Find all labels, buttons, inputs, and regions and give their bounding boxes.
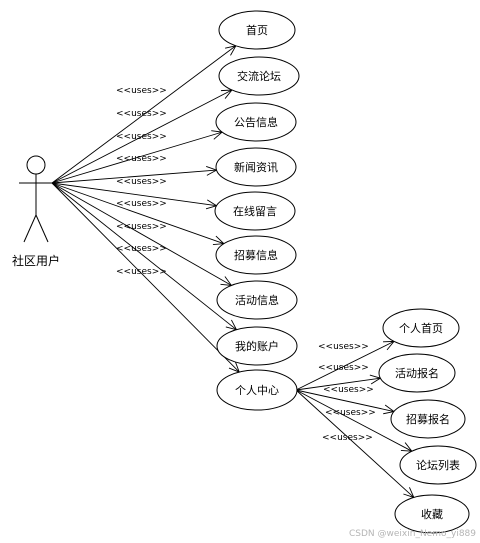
use-case-message-label: 在线留言: [233, 204, 277, 218]
sub-use-case-favorite-ellipse: [394, 494, 470, 534]
watermark: CSDN @weixin_Nemo_yi889: [349, 529, 476, 539]
sub-use-case-act-signup-ellipse: [378, 353, 456, 393]
sub-use-case-rec-signup-label: 招募报名: [406, 412, 450, 426]
actor-assoc-line-4: [51, 182, 217, 207]
actor-assoc-line-8: [51, 182, 240, 373]
use-case-center: 个人中心: [216, 369, 298, 411]
use-case-notice: 公告信息: [215, 102, 297, 142]
sub-use-case-profile: 个人首页: [382, 308, 460, 348]
sub-use-case-forum-list-ellipse: [399, 445, 477, 485]
actor-right-leg: [35, 214, 49, 243]
use-case-activity-label: 活动信息: [235, 293, 279, 307]
actor-assoc-line-1: [51, 89, 233, 184]
use-case-home: 首页: [218, 10, 296, 50]
sub-use-case-act-signup-label: 活动报名: [395, 366, 439, 380]
actor-assoc-uses-label-8: <<uses>>: [116, 267, 167, 277]
sub-use-case-act-signup: 活动报名: [378, 353, 456, 393]
use-case-account-label: 我的账户: [235, 339, 279, 353]
use-case-message: 在线留言: [214, 191, 296, 231]
use-case-activity: 活动信息: [216, 280, 298, 320]
actor-assoc-line-5: [51, 182, 225, 245]
center-assoc-uses-label-3: <<uses>>: [325, 408, 376, 418]
use-case-notice-ellipse: [215, 102, 297, 142]
actor-assoc-uses-label-3: <<uses>>: [116, 154, 167, 164]
use-case-forum: 交流论坛: [218, 56, 300, 96]
use-case-forum-label: 交流论坛: [237, 69, 281, 83]
center-assoc-line-2: [295, 389, 395, 412]
use-case-home-label: 首页: [246, 23, 268, 37]
actor: 社区用户: [12, 155, 60, 268]
actor-assoc-line-2: [51, 131, 223, 184]
actor-head: [26, 155, 46, 175]
actor-left-leg: [23, 214, 37, 243]
use-case-news: 新闻资讯: [215, 147, 297, 187]
center-assoc-uses-label-4: <<uses>>: [322, 433, 373, 443]
use-case-activity-ellipse: [216, 280, 298, 320]
center-assoc-uses-label-2: <<uses>>: [323, 385, 374, 395]
sub-use-case-favorite: 收藏: [394, 494, 470, 534]
sub-use-case-profile-label: 个人首页: [399, 321, 443, 335]
use-case-notice-label: 公告信息: [234, 115, 278, 129]
use-case-recruit: 招募信息: [215, 235, 297, 275]
actor-assoc-uses-label-4: <<uses>>: [116, 177, 167, 187]
sub-use-case-forum-list-label: 论坛列表: [416, 458, 460, 472]
actor-assoc-line-6: [51, 182, 232, 286]
sub-use-case-rec-signup: 招募报名: [390, 399, 466, 439]
center-assoc-line-4: [295, 389, 415, 498]
actor-assoc-uses-label-5: <<uses>>: [116, 222, 167, 232]
use-case-recruit-ellipse: [215, 235, 297, 275]
use-case-home-ellipse: [218, 10, 296, 50]
use-case-message-ellipse: [214, 191, 296, 231]
actor-assoc-line-0: [51, 45, 237, 184]
use-case-center-ellipse: [216, 369, 298, 411]
actor-assoc-uses-label-1: <<uses>>: [116, 109, 167, 119]
center-assoc-line-1: [295, 377, 381, 391]
actor-assoc-uses-label-6: <<uses>>: [116, 199, 167, 209]
sub-use-case-favorite-label: 收藏: [421, 507, 443, 521]
sub-use-case-forum-list: 论坛列表: [399, 445, 477, 485]
actor-assoc-uses-label-7: <<uses>>: [116, 244, 167, 254]
actor-assoc-uses-label-0: <<uses>>: [116, 86, 167, 96]
use-case-recruit-label: 招募信息: [234, 248, 278, 262]
center-assoc-line-3: [295, 389, 413, 452]
use-case-forum-ellipse: [218, 56, 300, 96]
actor-assoc-line-3: [51, 169, 217, 184]
sub-use-case-profile-ellipse: [382, 308, 460, 348]
use-case-account: 我的账户: [216, 326, 298, 366]
association-edges: <<uses>> <<uses>> <<uses>> <<uses>> <<uses>>…: [51, 45, 415, 499]
center-assoc-line-0: [295, 340, 395, 391]
use-case-account-ellipse: [216, 326, 298, 366]
actor-assoc-uses-label-2: <<uses>>: [116, 132, 167, 142]
center-assoc-uses-label-0: <<uses>>: [318, 342, 369, 352]
sub-use-case-rec-signup-ellipse: [390, 399, 466, 439]
use-case-news-ellipse: [215, 147, 297, 187]
actor-label: 社区用户: [12, 253, 60, 268]
actor-assoc-line-7: [51, 182, 237, 331]
center-assoc-uses-label-1: <<uses>>: [318, 363, 369, 373]
use-case-center-label: 个人中心: [235, 384, 279, 397]
use-case-news-label: 新闻资讯: [234, 160, 278, 174]
